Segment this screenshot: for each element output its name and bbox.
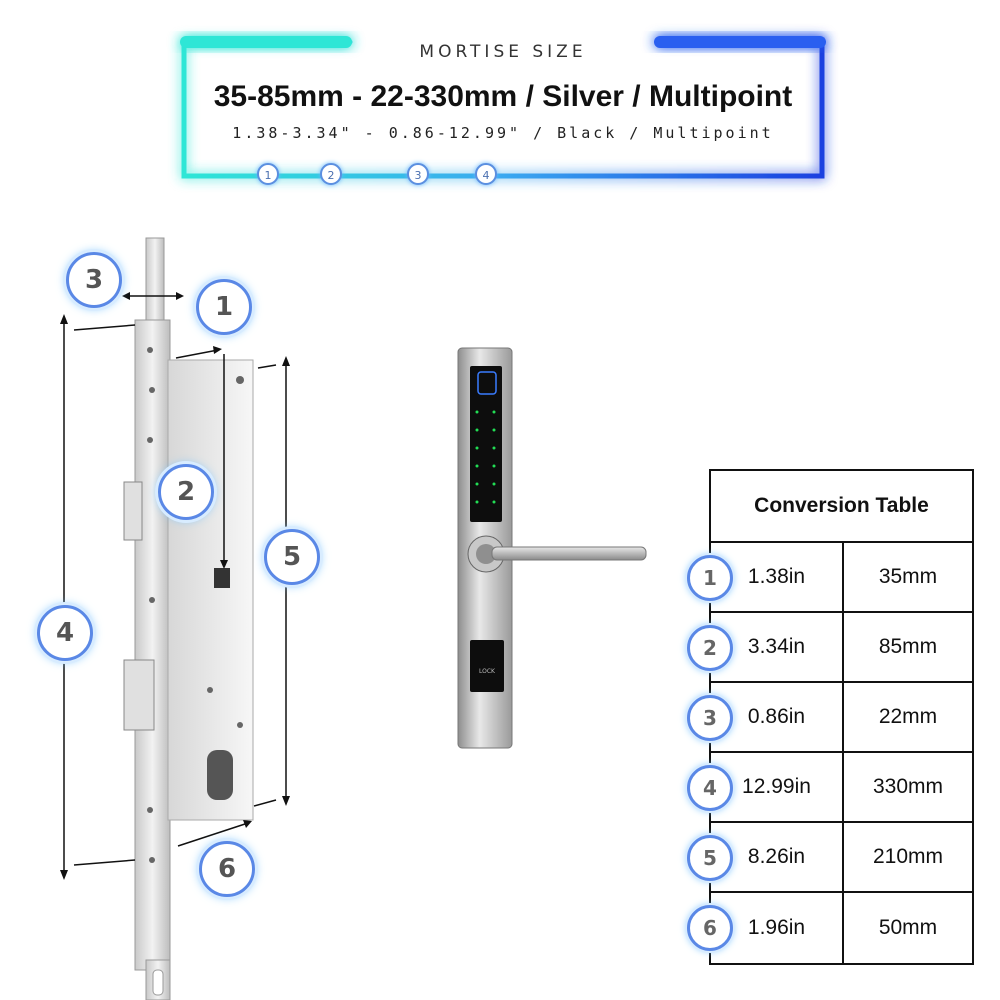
dimension-badge-6: 6 [199,841,255,897]
header-dot-4: 4 [475,163,497,185]
product-title: 35-85mm - 22-330mm / Silver / Multipoint [213,80,793,113]
smart-lock-handle-image: LOCK [457,347,647,749]
product-subtitle: 1.38-3.34" - 0.86-12.99" / Black / Multi… [232,124,774,142]
dimension-badge-3: 3 [66,252,122,308]
dimension-badge-4: 4 [37,605,93,661]
millimeters-cell: 35mm [878,565,938,588]
inches-cell: 12.99in [711,753,844,821]
millimeters-cell: 22mm [878,705,938,728]
mortise-lock-image [60,237,290,1000]
header-dot-3: 3 [407,163,429,185]
conversion-table-title: Conversion Table [711,471,972,543]
millimeters-cell: 85mm [878,635,938,658]
lock-button-label: LOCK [479,668,496,675]
row-number-badge: 3 [687,695,733,741]
inches-cell: 1.96in [711,893,844,963]
millimeters-cell: 210mm [872,845,944,868]
mortise-size-label: MORTISE SIZE [419,42,587,62]
millimeters-cell: 330mm [872,775,944,798]
dimension-badge-2: 2 [158,464,214,520]
header-banner: MORTISE SIZE 35-85mm - 22-330mm / Silver… [180,36,826,185]
mortise-lock-diagram: 3 1 2 5 4 6 [0,220,340,1000]
smart-lock-handle: LOCK [430,340,660,750]
neon-frame [180,36,826,179]
millimeters-cell: 50mm [878,916,938,939]
dimension-badge-1: 1 [196,279,252,335]
row-number-badge: 4 [687,765,733,811]
dimension-badge-5: 5 [264,529,320,585]
inches-cell: 0.86in [711,683,844,751]
row-number-badge: 5 [687,835,733,881]
row-number-badge: 6 [687,905,733,951]
row-number-badge: 1 [687,555,733,601]
header-dot-2: 2 [320,163,342,185]
row-number-badge: 2 [687,625,733,671]
inches-cell: 8.26in [711,823,844,891]
header-dot-1: 1 [257,163,279,185]
inches-cell: 3.34in [711,613,844,681]
inches-cell: 1.38in [711,543,844,611]
